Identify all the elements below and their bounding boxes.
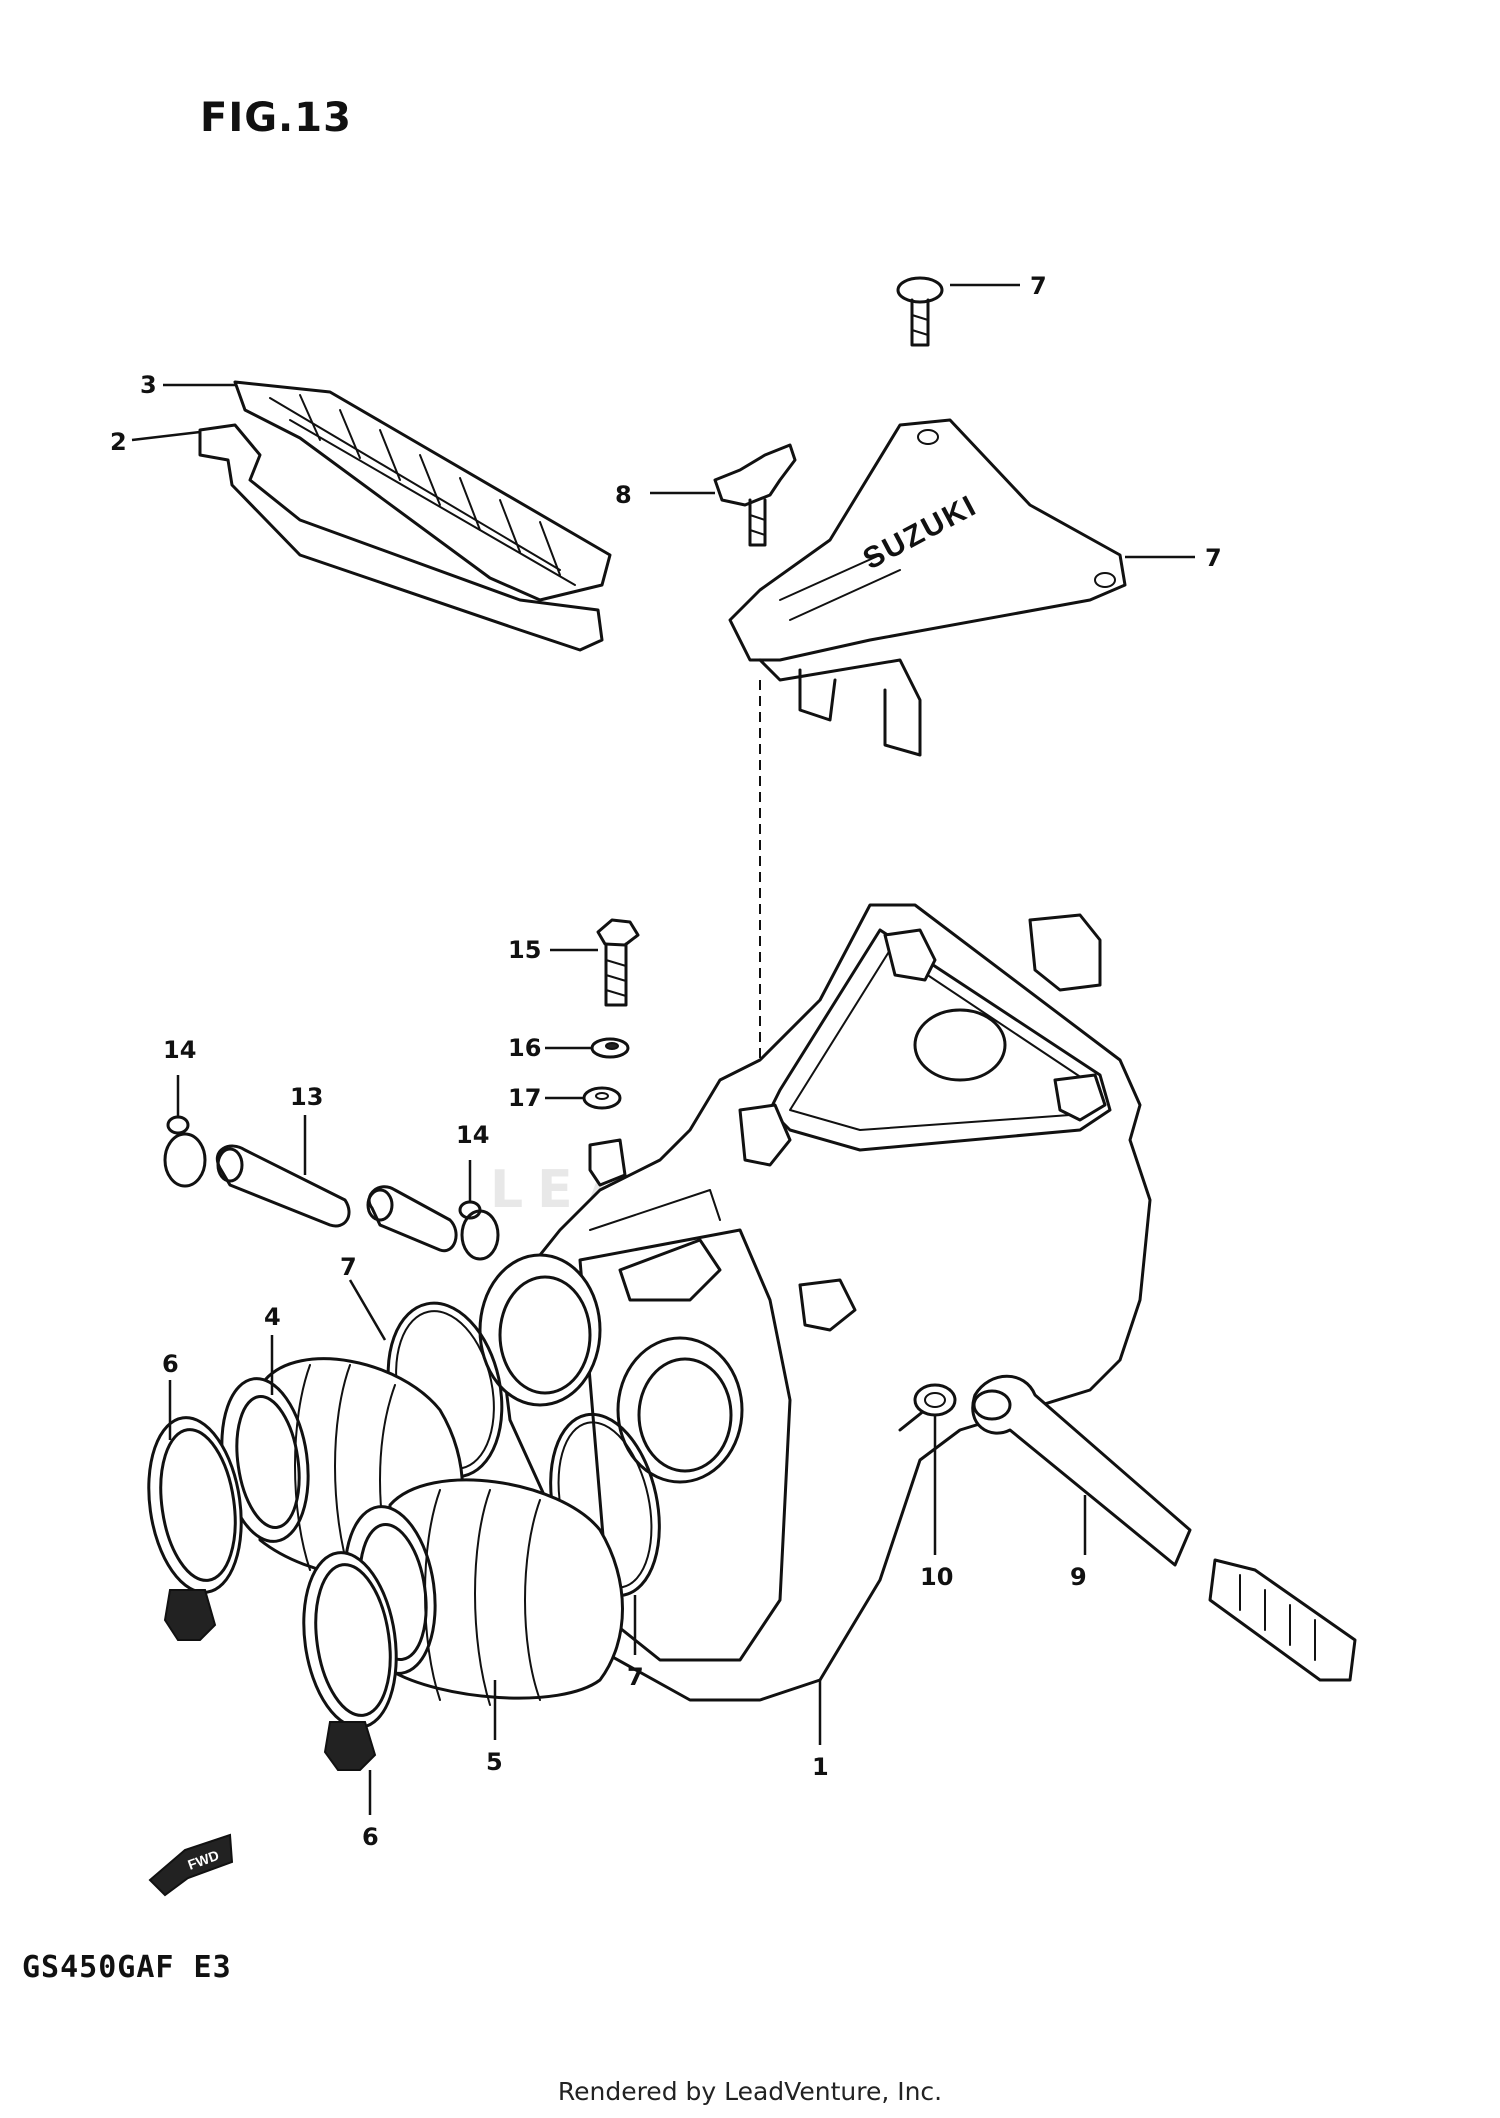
callout-16: 16	[508, 1034, 541, 1062]
callout-2: 2	[110, 428, 127, 456]
footer-credit: Rendered by LeadVenture, Inc.	[557, 2077, 943, 2106]
callout-9: 7	[1030, 272, 1047, 300]
filter-foam-part-2	[198, 423, 604, 652]
callout-11: 9	[1070, 1563, 1087, 1591]
breather-hose-part-13	[216, 1144, 458, 1253]
callout-6b: 6	[362, 1823, 379, 1851]
callout-5: 5	[486, 1748, 503, 1776]
callout-6a: 6	[162, 1350, 179, 1378]
mounting-bolt-part-15	[596, 918, 640, 1007]
air-cleaner-cover-part-8: SUZUKI	[728, 418, 1127, 757]
callout-7a: 7	[340, 1253, 357, 1281]
filter-element-part-3	[233, 380, 612, 602]
callout-14a: 14	[163, 1036, 196, 1064]
callout-12: 10	[920, 1563, 953, 1591]
hose-clip-part-14a	[163, 1115, 207, 1188]
callout-1: 1	[812, 1753, 829, 1781]
callout-14b: 14	[456, 1121, 489, 1149]
callout-4: 4	[264, 1303, 281, 1331]
cover-screw-part-9	[896, 276, 944, 347]
leader-lines	[131, 283, 1195, 1815]
model-code: GS450GAF E3	[22, 1950, 232, 1985]
washer-part-16	[590, 1037, 630, 1059]
figure-title: FIG.13	[200, 95, 352, 141]
callout-10: 8	[615, 481, 632, 509]
callout-15: 15	[508, 936, 541, 964]
wing-bolt-part-10	[713, 443, 797, 547]
hose-clip-part-12	[913, 1383, 957, 1417]
air-cleaner-housing-part-1	[478, 903, 1152, 1702]
callout-3: 3	[140, 371, 157, 399]
washer-part-17	[582, 1086, 622, 1110]
clamp-part-6b	[302, 1551, 398, 1771]
hose-clip-part-14b	[458, 1200, 500, 1261]
callout-17: 17	[508, 1084, 541, 1112]
callout-13: 13	[290, 1083, 323, 1111]
clamp-part-6a	[147, 1416, 243, 1641]
forward-direction-arrow: FWD	[148, 1833, 234, 1897]
callout-labels: 3 2 7 8 7 15 16 17 14 13 14 7 4 6 5 7 1 …	[110, 272, 1222, 1851]
callout-8: 7	[1205, 544, 1222, 572]
drain-hose-part-11	[971, 1374, 1357, 1682]
callout-7b: 7	[627, 1663, 644, 1691]
